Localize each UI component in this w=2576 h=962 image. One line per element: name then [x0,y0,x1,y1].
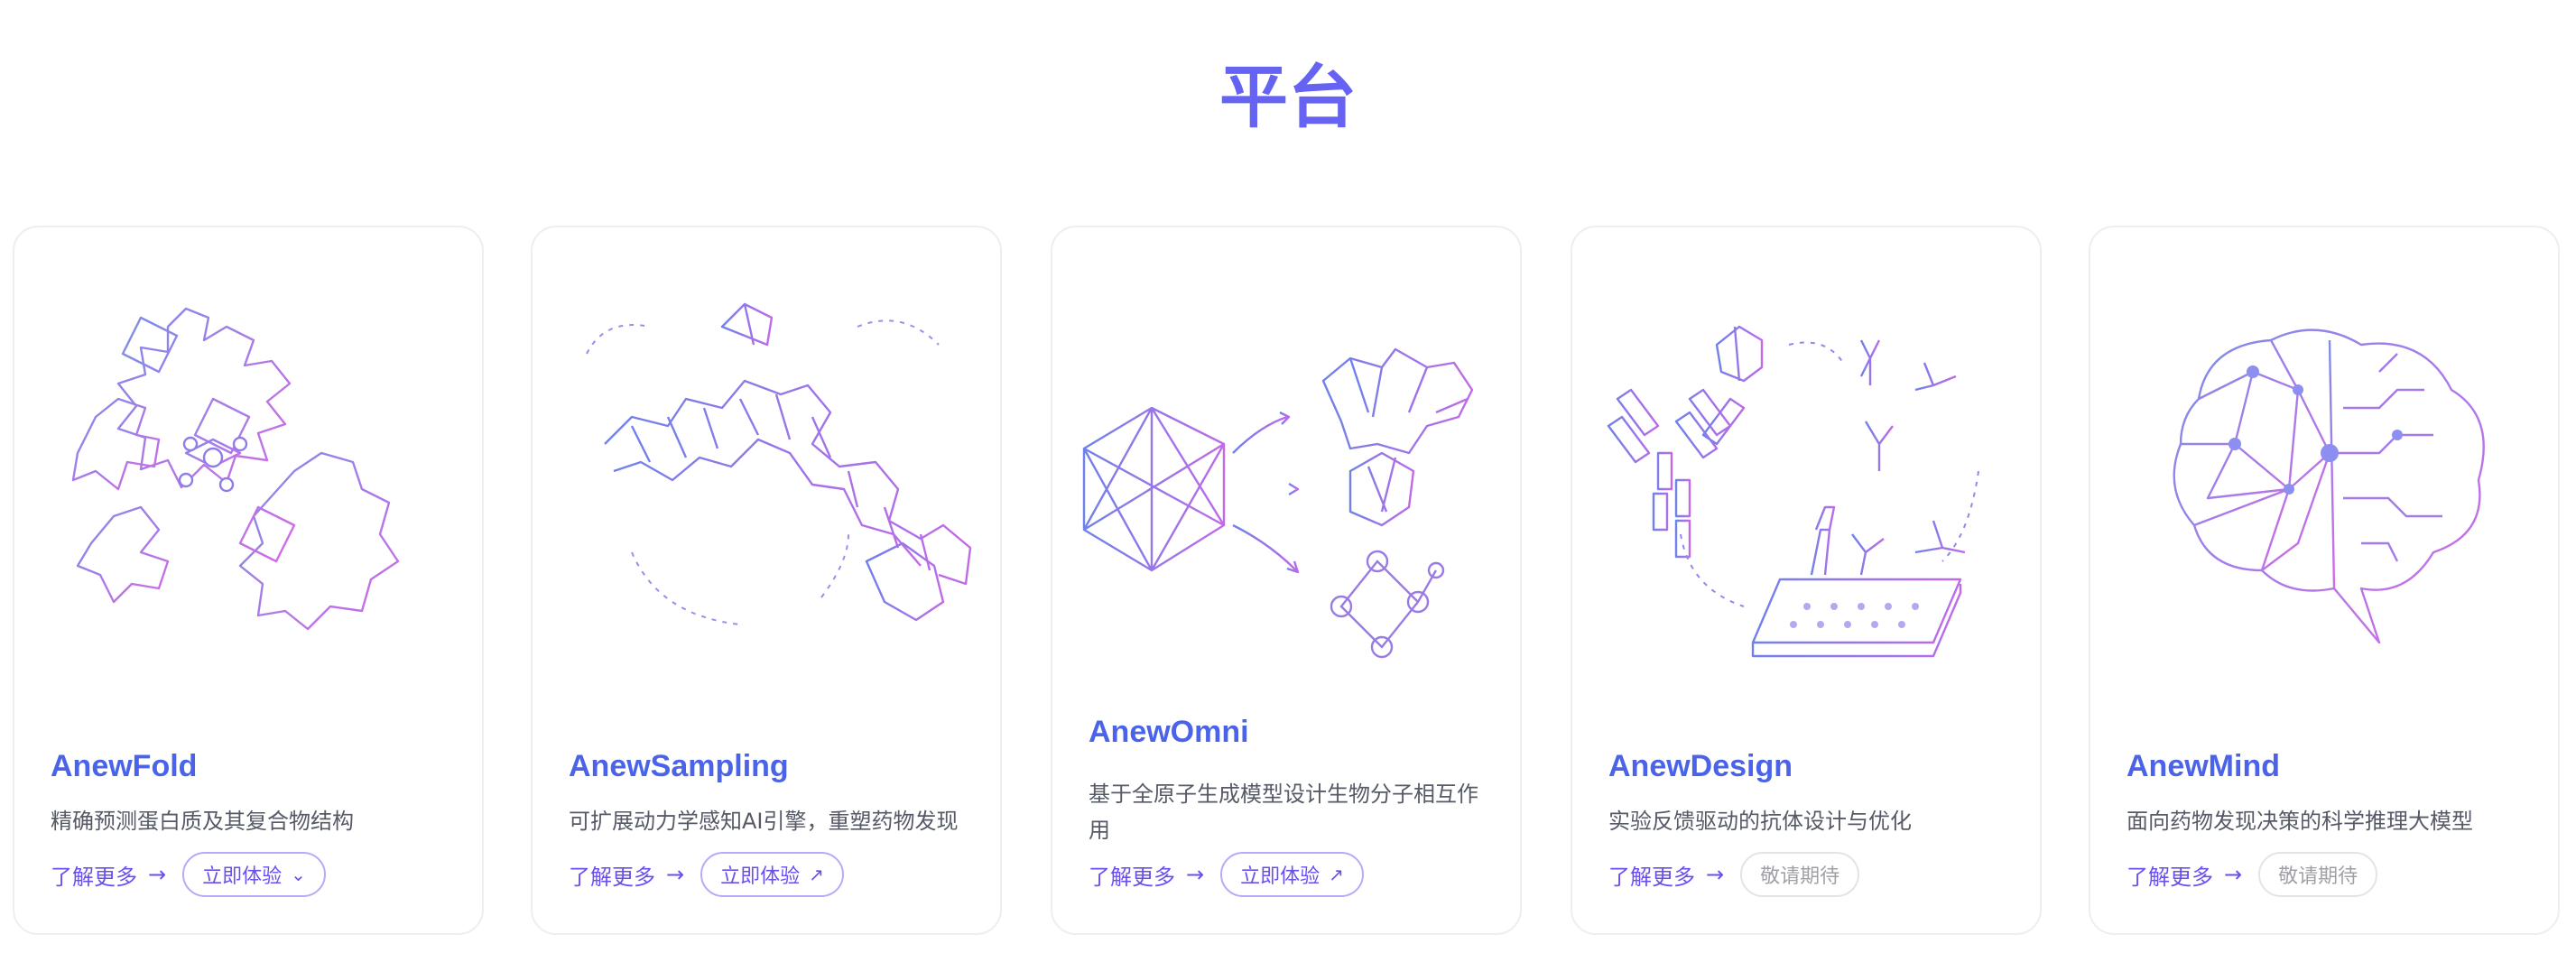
card-actions: 了解更多 → 立即体验 ↗ [1089,852,1364,897]
try-now-button[interactable]: 立即体验 ↗ [700,852,844,897]
arrow-right-icon: → [1186,862,1205,887]
platform-card-anewfold: AnewFold 精确预测蛋白质及其复合物结构 了解更多 → 立即体验 ⌄ [13,226,484,935]
card-description: 实验反馈驱动的抗体设计与优化 [1608,809,1912,834]
learn-more-label: 了解更多 [1089,864,1175,890]
learn-more-link[interactable]: 了解更多 → [51,859,166,891]
platform-card-anewdesign: AnewDesign 实验反馈驱动的抗体设计与优化 了解更多 → 敬请期待 [1571,226,2042,935]
try-now-label: 立即体验 [720,865,801,888]
card-title: AnewFold [51,749,198,783]
learn-more-link[interactable]: 了解更多 → [569,859,684,891]
page-title: 平台 [0,42,2576,141]
card-title: AnewOmni [1089,715,1249,749]
coming-soon-badge: 敬请期待 [2258,852,2378,897]
learn-more-label: 了解更多 [51,864,137,890]
card-description: 精确预测蛋白质及其复合物结构 [51,809,354,834]
card-title: AnewDesign [1608,749,1793,783]
card-actions: 了解更多 → 敬请期待 [2127,852,2378,897]
brain-circuit-illustration [2173,328,2485,644]
try-now-button[interactable]: 立即体验 ↗ [1220,852,1364,897]
card-actions: 了解更多 → 立即体验 ↗ [569,852,844,897]
learn-more-link[interactable]: 了解更多 → [1608,859,1724,891]
learn-more-link[interactable]: 了解更多 → [1089,859,1204,891]
external-link-icon: ↗ [809,864,824,885]
card-description: 基于全原子生成模型设计生物分子相互作用 [1089,782,1478,843]
chevron-down-icon: ⌄ [291,864,306,885]
dynamics-sampling-illustration [586,302,972,625]
antibody-design-illustration [1607,325,1979,658]
learn-more-label: 了解更多 [2127,864,2213,890]
arrow-right-icon: → [666,862,685,887]
external-link-icon: ↗ [1329,864,1344,885]
card-actions: 了解更多 → 敬请期待 [1608,852,1860,897]
platform-card-anewomni: AnewOmni 基于全原子生成模型设计生物分子相互作用 了解更多 → 立即体验… [1051,226,1522,935]
arrow-right-icon: → [1706,862,1725,887]
learn-more-label: 了解更多 [569,864,655,890]
learn-more-link[interactable]: 了解更多 → [2127,859,2242,891]
card-title: AnewSampling [569,749,789,783]
card-title: AnewMind [2127,749,2280,783]
try-now-dropdown-button[interactable]: 立即体验 ⌄ [182,852,326,897]
protein-structure-illustration [71,307,400,631]
learn-more-label: 了解更多 [1608,864,1695,890]
arrow-right-icon: → [2224,862,2243,887]
platform-card-anewmind: AnewMind 面向药物发现决策的科学推理大模型 了解更多 → 敬请期待 [2089,226,2560,935]
coming-soon-badge: 敬请期待 [1740,852,1860,897]
try-now-label: 立即体验 [1240,865,1320,888]
try-now-label: 立即体验 [202,865,283,888]
card-description: 可扩展动力学感知AI引擎，重塑药物发现 [569,809,959,834]
card-actions: 了解更多 → 立即体验 ⌄ [51,852,326,897]
card-description: 面向药物发现决策的科学推理大模型 [2127,809,2473,834]
arrow-right-icon: → [148,862,167,887]
molecule-generation-illustration [1082,347,1474,659]
platform-card-anewsampling: AnewSampling 可扩展动力学感知AI引擎，重塑药物发现 了解更多 → … [531,226,1002,935]
